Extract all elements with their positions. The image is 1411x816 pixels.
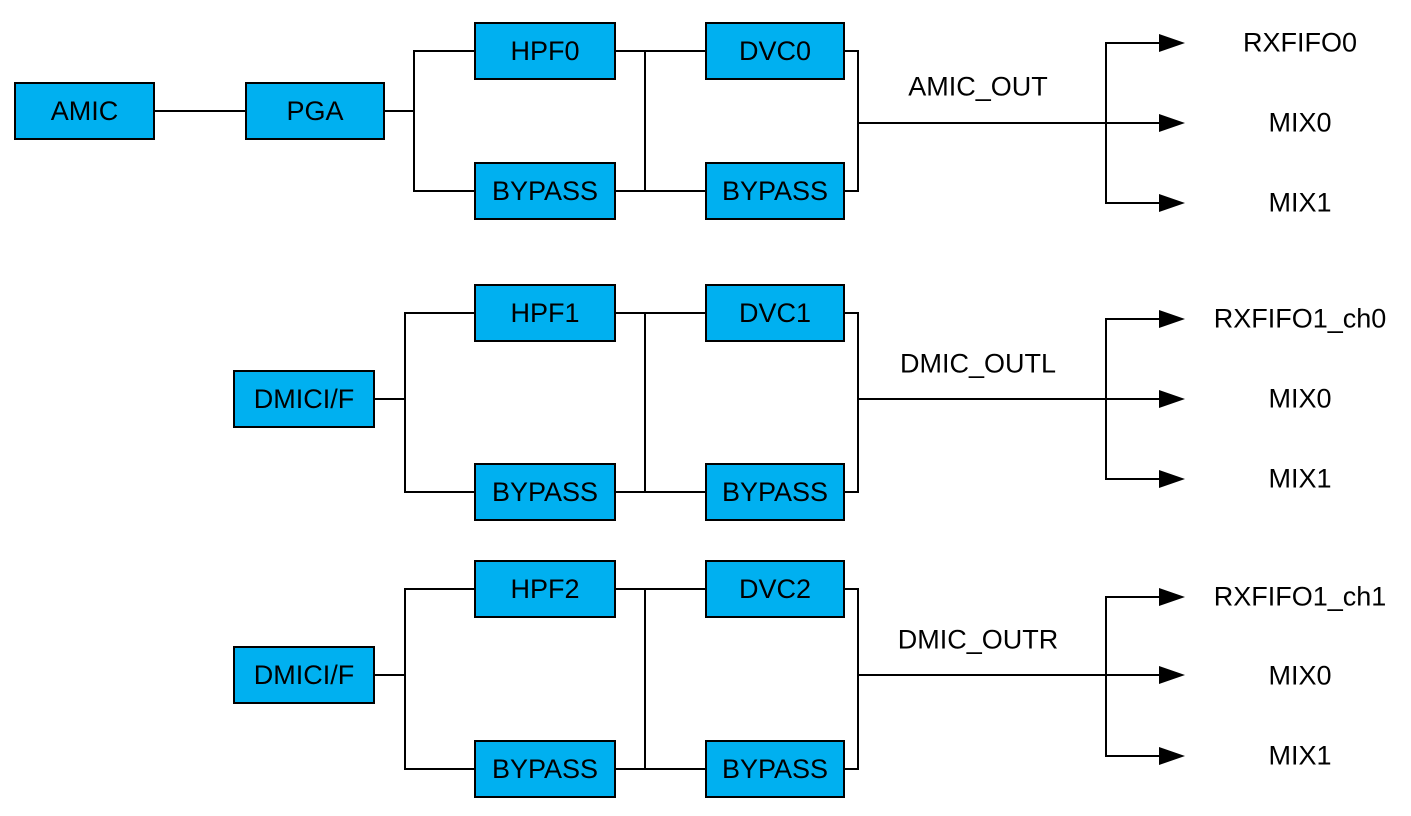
line-fan-bottom xyxy=(1105,478,1160,480)
label-amic-out: AMIC_OUT xyxy=(908,71,1048,102)
line-branch-to-hpf2 xyxy=(404,588,474,590)
line-bypass-to-join xyxy=(845,190,859,192)
arrowhead-icon xyxy=(1159,747,1185,765)
line-fan-vertical xyxy=(1105,596,1107,757)
line-branch-vertical xyxy=(404,588,406,770)
box-dmicif-right: DMICI/F xyxy=(233,646,375,704)
line-amic-out-main xyxy=(857,122,1160,124)
line-bypass-to-mid xyxy=(615,491,646,493)
line-hpf1-to-mid xyxy=(615,312,646,314)
line-join-vertical xyxy=(857,50,859,192)
box-dmicif-left: DMICI/F xyxy=(233,370,375,428)
box-dvc1: DVC1 xyxy=(705,284,845,342)
line-pga-to-branch xyxy=(385,110,415,112)
arrowhead-icon xyxy=(1159,666,1185,684)
line-dvc0-to-join xyxy=(845,50,859,52)
line-join-vertical xyxy=(857,588,859,770)
box-hpf1-bypass: BYPASS xyxy=(474,463,616,521)
box-dvc2-bypass: BYPASS xyxy=(705,740,845,798)
arrowhead-icon xyxy=(1159,194,1185,212)
line-fan-vertical xyxy=(1105,318,1107,480)
label-dmic-outr: DMIC_OUTR xyxy=(897,624,1059,655)
arrowhead-icon xyxy=(1159,310,1185,328)
line-branch-to-bypass xyxy=(404,491,474,493)
arrowhead-icon xyxy=(1159,114,1185,132)
line-dvc2-to-join xyxy=(845,588,859,590)
line-mid-to-dvc0 xyxy=(644,50,705,52)
box-hpf0-bypass: BYPASS xyxy=(474,162,616,220)
line-branch-vertical xyxy=(404,312,406,493)
dest-label-mix0: MIX0 xyxy=(1268,660,1332,691)
box-dvc1-bypass: BYPASS xyxy=(705,463,845,521)
arrowhead-icon xyxy=(1159,470,1185,488)
arrowhead-icon xyxy=(1159,390,1185,408)
box-dvc0: DVC0 xyxy=(705,22,845,80)
box-hpf2: HPF2 xyxy=(474,560,616,618)
dest-label-rxfifo0: RXFIFO0 xyxy=(1242,27,1358,58)
box-hpf1: HPF1 xyxy=(474,284,616,342)
line-fan-vertical xyxy=(1105,42,1107,204)
box-pga: PGA xyxy=(245,82,385,140)
line-dmic-outl-main xyxy=(857,398,1160,400)
line-fan-bottom xyxy=(1105,202,1160,204)
box-hpf2-bypass: BYPASS xyxy=(474,740,616,798)
line-bypass-to-mid xyxy=(615,190,646,192)
line-hpf0-to-mid xyxy=(615,50,646,52)
line-bypass-to-join xyxy=(845,491,859,493)
label-dmic-outl: DMIC_OUTL xyxy=(899,348,1057,379)
line-mid-to-bypass xyxy=(644,190,705,192)
line-mid-to-bypass xyxy=(644,491,705,493)
line-mid-vertical xyxy=(644,588,646,770)
line-fan-bottom xyxy=(1105,755,1160,757)
line-dmicif-to-branch xyxy=(375,398,406,400)
line-branch-to-bypass xyxy=(404,768,474,770)
line-dmicif-to-branch xyxy=(375,674,406,676)
line-fan-top xyxy=(1105,318,1160,320)
dest-label-mix1: MIX1 xyxy=(1268,187,1332,218)
box-hpf0: HPF0 xyxy=(474,22,616,80)
line-dvc1-to-join xyxy=(845,312,859,314)
dest-label-rxfifo1-ch0: RXFIFO1_ch0 xyxy=(1213,303,1387,334)
line-mid-vertical xyxy=(644,312,646,493)
line-mid-to-bypass xyxy=(644,768,705,770)
line-bypass-to-mid xyxy=(615,768,646,770)
line-amic-to-pga xyxy=(155,110,245,112)
dest-label-mix1: MIX1 xyxy=(1268,740,1332,771)
line-branch-vertical xyxy=(413,50,415,192)
line-mid-to-dvc2 xyxy=(644,588,705,590)
dest-label-mix1: MIX1 xyxy=(1268,463,1332,494)
line-fan-top xyxy=(1105,42,1160,44)
line-mid-vertical xyxy=(644,50,646,192)
line-hpf2-to-mid xyxy=(615,588,646,590)
dest-label-rxfifo1-ch1: RXFIFO1_ch1 xyxy=(1213,581,1387,612)
line-branch-to-hpf0 xyxy=(413,50,474,52)
line-mid-to-dvc1 xyxy=(644,312,705,314)
arrowhead-icon xyxy=(1159,34,1185,52)
line-branch-to-bypass xyxy=(413,190,474,192)
line-fan-top xyxy=(1105,596,1160,598)
dest-label-mix0: MIX0 xyxy=(1268,383,1332,414)
line-join-vertical xyxy=(857,312,859,493)
box-dvc0-bypass: BYPASS xyxy=(705,162,845,220)
dest-label-mix0: MIX0 xyxy=(1268,107,1332,138)
line-branch-to-hpf1 xyxy=(404,312,474,314)
arrowhead-icon xyxy=(1159,588,1185,606)
box-dvc2: DVC2 xyxy=(705,560,845,618)
line-dmic-outr-main xyxy=(857,674,1160,676)
line-bypass-to-join xyxy=(845,768,859,770)
box-amic: AMIC xyxy=(14,82,155,140)
